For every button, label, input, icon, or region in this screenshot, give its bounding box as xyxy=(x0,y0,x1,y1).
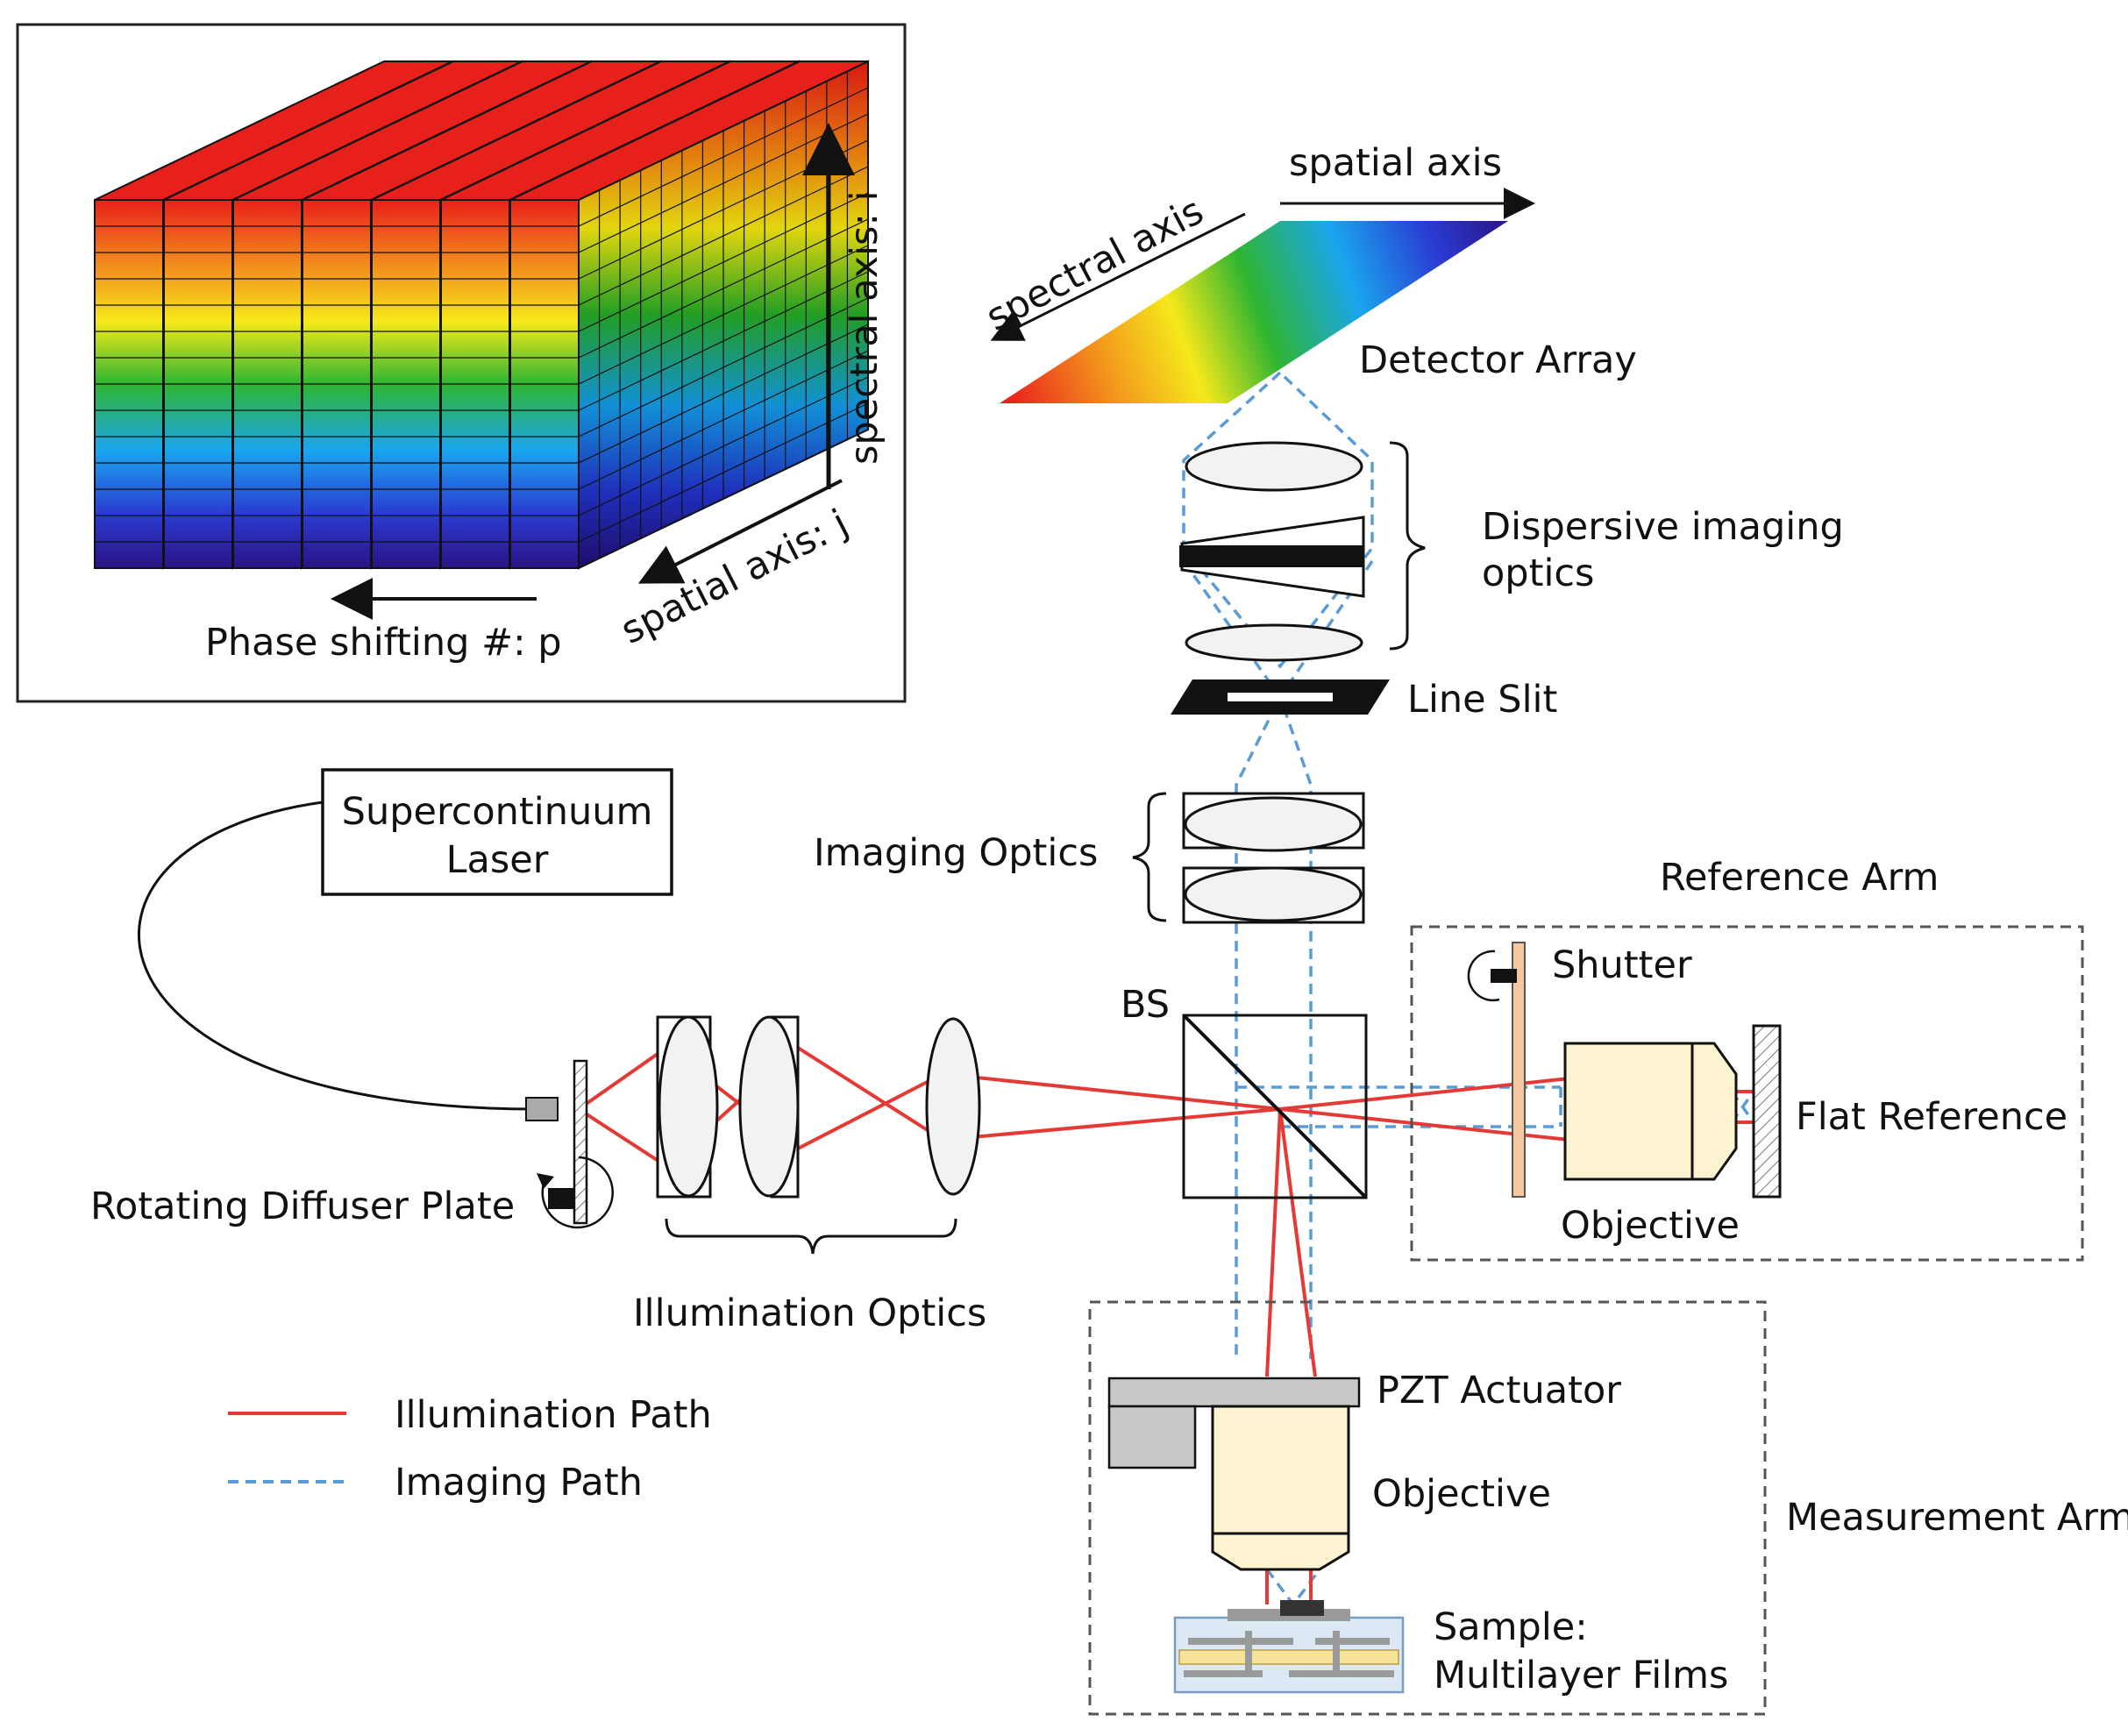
measurement-objective-nose xyxy=(1211,1532,1350,1571)
slit-opening xyxy=(1228,693,1333,701)
illumination-optics-group: Illumination Optics xyxy=(633,1015,986,1335)
pzt-mount xyxy=(1107,1405,1197,1469)
detector-array xyxy=(1000,221,1508,403)
illumination-optics-label: Illumination Optics xyxy=(633,1291,986,1335)
rotation-arrowhead-icon xyxy=(537,1173,554,1189)
sample-trace-b xyxy=(1315,1638,1390,1645)
grating-bar xyxy=(1179,545,1363,567)
legend-illumination-label: Illumination Path xyxy=(395,1393,712,1437)
imaging-optics-bracket xyxy=(1132,792,1167,922)
reference-objective-label: Objective xyxy=(1561,1204,1740,1248)
measurement-objective-body xyxy=(1211,1405,1350,1535)
detector-array-label: Detector Array xyxy=(1359,338,1637,382)
fiber-collimator xyxy=(525,1097,559,1121)
laser-source-group: Supercontinuum Laser xyxy=(138,768,673,1121)
pzt-actuator xyxy=(1107,1377,1361,1408)
sample-trace-a xyxy=(1188,1638,1293,1645)
shutter-rotation-icon xyxy=(1467,950,1500,1002)
dispersive-label-line1: Dispersive imaging xyxy=(1482,505,1844,549)
sample-via-b xyxy=(1333,1631,1340,1675)
reference-arm-label: Reference Arm xyxy=(1660,856,1939,900)
beam-splitter-label: BS xyxy=(1121,983,1170,1027)
sample-via-a xyxy=(1245,1631,1252,1675)
diffuser-motor xyxy=(548,1188,574,1209)
dispersive-label-line2: optics xyxy=(1482,551,1594,595)
dispersive-lens-top xyxy=(1185,441,1363,492)
shutter-actuator xyxy=(1491,969,1517,983)
beam-splitter-diagonal xyxy=(1182,1014,1368,1199)
imaging-lens-bottom xyxy=(1184,866,1363,922)
diffuser-plate xyxy=(573,1059,588,1225)
illum-lens-2 xyxy=(738,1015,800,1198)
diffuser-label: Rotating Diffuser Plate xyxy=(90,1185,515,1228)
dispersive-bracket xyxy=(1389,441,1426,651)
shutter-plate xyxy=(1512,942,1526,1198)
detector-spectral-axis-arrow xyxy=(990,212,1246,341)
imaging-lens-top xyxy=(1184,796,1363,852)
dispersive-imaging-optics: Dispersive imaging optics xyxy=(1179,441,1844,662)
flat-reference-label: Flat Reference xyxy=(1796,1095,2068,1139)
detector-array-group: spatial axis spectral axis Detector Arra… xyxy=(979,141,1637,403)
illumination-optics-bracket xyxy=(665,1218,957,1255)
rotation-arrow-icon xyxy=(541,1156,614,1229)
laser-label-line1: Supercontinuum xyxy=(342,790,653,834)
spatial-axis-j-arrow xyxy=(637,479,843,584)
reference-objective-nose xyxy=(1690,1042,1738,1181)
imaging-optics-label: Imaging Optics xyxy=(814,831,1098,875)
illum-lens-1 xyxy=(658,1015,719,1198)
beam-splitter-group: BS xyxy=(1121,983,1368,1199)
legend-imaging-label: Imaging Path xyxy=(395,1461,643,1505)
flat-reference-mirror xyxy=(1752,1024,1782,1199)
detector-spatial-axis-label: spatial axis xyxy=(1289,141,1502,185)
sample-label-line2: Multilayer Films xyxy=(1434,1654,1728,1697)
sample-trace-d xyxy=(1289,1670,1394,1677)
shutter-label: Shutter xyxy=(1552,943,1692,987)
rotating-diffuser-group: Rotating Diffuser Plate xyxy=(90,1059,614,1229)
sample-label-line1: Sample: xyxy=(1434,1605,1588,1649)
sample-trace-c xyxy=(1184,1670,1263,1677)
reference-arm-box xyxy=(1410,925,2084,1262)
measurement-objective-label: Objective xyxy=(1372,1472,1551,1516)
dispersive-lens-bottom xyxy=(1185,623,1363,662)
line-slit-group: Line Slit xyxy=(1171,678,1557,722)
phase-shift-axis-label: Phase shifting #: p xyxy=(205,621,562,665)
laser-label-line2: Laser xyxy=(446,838,549,882)
legend: Illumination Path Imaging Path xyxy=(228,1393,712,1505)
measurement-arm-box xyxy=(1088,1300,1767,1716)
illum-lens-3 xyxy=(925,1017,981,1196)
supercontinuum-laser-box xyxy=(321,768,673,896)
line-slit-label: Line Slit xyxy=(1407,678,1557,722)
measurement-arm-label: Measurement Arm xyxy=(1786,1496,2128,1540)
measurement-arm-group: Measurement Arm PZT Actuator Objective S… xyxy=(1088,1300,2128,1716)
sample-yellow-layer xyxy=(1178,1649,1399,1665)
imaging-optics-group: Imaging Optics xyxy=(814,792,1365,924)
reference-objective-body xyxy=(1563,1042,1694,1181)
optical-fiber xyxy=(138,800,536,1111)
beam-splitter-cube xyxy=(1182,1014,1368,1199)
hyperspectral-cube-inset: spectral axis: i spatial axis: j Phase s… xyxy=(16,23,907,703)
pzt-label: PZT Actuator xyxy=(1377,1369,1621,1412)
reference-arm-group: Reference Arm Shutter Objective Flat Ref… xyxy=(1410,856,2084,1262)
cube-slab xyxy=(509,60,869,570)
spectral-axis-i-label: spectral axis: i xyxy=(843,190,886,465)
sample-top-feature xyxy=(1280,1600,1324,1616)
cube-slabs xyxy=(94,60,869,570)
